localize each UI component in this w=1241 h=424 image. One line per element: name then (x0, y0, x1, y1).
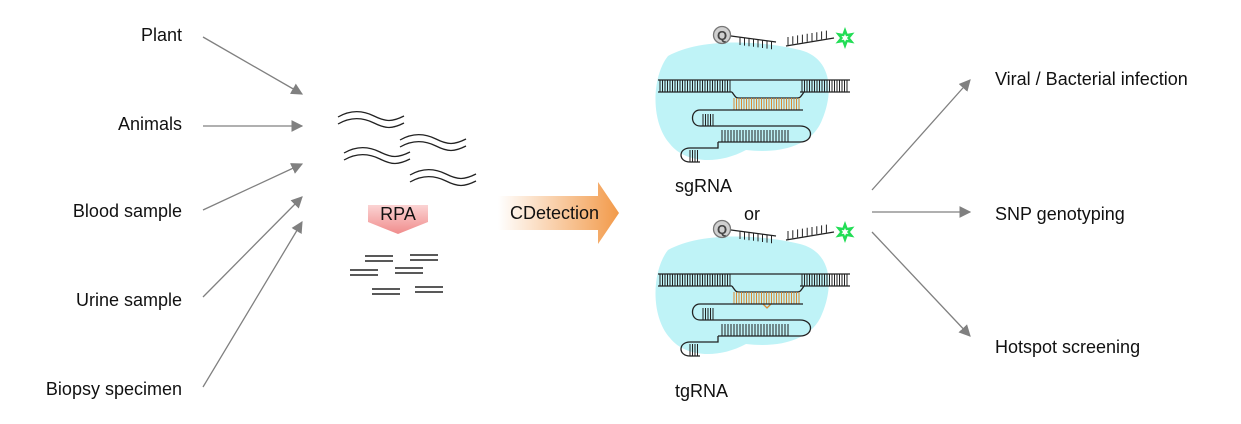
source-arrows (202, 36, 304, 388)
quencher-icon (712, 219, 732, 239)
quencher-icon (712, 25, 732, 45)
application-arrows (871, 79, 972, 337)
quencher-symbol: Q (717, 28, 727, 43)
guide-rna (680, 292, 812, 357)
rpa-arrow (368, 205, 428, 234)
arrow-plant (202, 36, 304, 95)
sgrna-complex: Q (655, 25, 855, 163)
mismatch-bulge (762, 303, 772, 309)
reporter-probe: Q (712, 25, 855, 50)
target-dna (658, 79, 850, 99)
application-viral-bacterial-infection: Viral / Bacterial infection (995, 69, 1188, 89)
cdetection-arrow (498, 182, 619, 244)
guide-rna (680, 98, 812, 163)
arrow-urine (202, 196, 303, 298)
source-plant: Plant (140, 25, 182, 45)
tgrna-label: tgRNA (675, 381, 729, 401)
or-label: or (744, 204, 761, 224)
target-dna (658, 273, 850, 293)
source-urine-sample: Urine sample (75, 290, 182, 310)
arrow-blood (202, 163, 304, 211)
rpa-label: RPA (380, 204, 416, 224)
cdetection-label: CDetection (510, 203, 600, 223)
tgrna-complex: Q (655, 219, 855, 357)
application-snp-genotyping: SNP genotyping (995, 204, 1125, 224)
quencher-symbol: Q (717, 222, 727, 237)
amplicon-fragments (350, 254, 443, 295)
source-blood-sample: Blood sample (72, 201, 182, 221)
source-animals: Animals (117, 114, 182, 134)
arrow-biopsy (202, 220, 303, 388)
source-biopsy-specimen: Biopsy specimen (45, 379, 182, 399)
nucleic-acid-strands (337, 110, 477, 187)
application-hotspot-screening: Hotspot screening (995, 337, 1141, 357)
sgrna-label: sgRNA (675, 176, 733, 196)
reporter-probe: Q (712, 219, 855, 244)
arrow-hotspot (871, 231, 971, 337)
arrow-viral (871, 79, 971, 191)
